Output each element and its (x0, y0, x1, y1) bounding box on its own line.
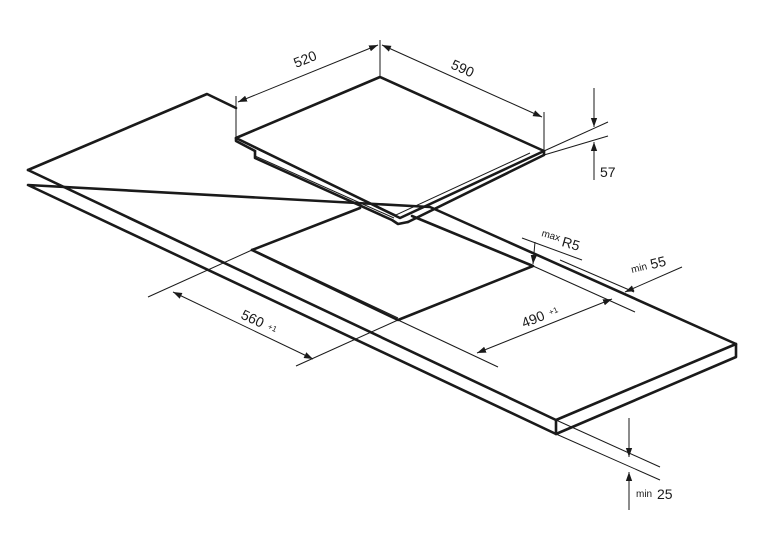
corner-radius-prefix: max (540, 228, 561, 244)
worktop-thickness-annotation: min 25 (555, 418, 673, 510)
dim-57: 57 (543, 88, 616, 180)
back-clearance-prefix: min (630, 261, 648, 276)
worktop-thickness-label: 25 (657, 486, 673, 502)
cutout-width-label: 560 (239, 306, 267, 330)
hob (234, 75, 546, 226)
cutout-depth-tolerance: +1 (548, 305, 560, 317)
hob-depth-label: 520 (291, 47, 319, 71)
worktop (26, 92, 738, 436)
cutout-width-tolerance: +1 (266, 322, 279, 334)
back-clearance-label: 55 (649, 253, 668, 272)
dim-590: 590 (381, 44, 545, 151)
dim-520: 520 (235, 40, 381, 138)
worktop-thickness-prefix: min (636, 489, 652, 500)
cutout-opening (250, 206, 535, 322)
dim-560: 560 +1 (147, 249, 399, 367)
corner-radius-label: R5 (560, 233, 582, 253)
cutout-depth-label: 490 (519, 307, 547, 331)
dim-490: 490 +1 (397, 265, 636, 368)
back-clearance-annotation: min 55 (559, 253, 683, 293)
hob-height-label: 57 (600, 164, 616, 180)
corner-radius-annotation: max R5 (521, 228, 583, 265)
